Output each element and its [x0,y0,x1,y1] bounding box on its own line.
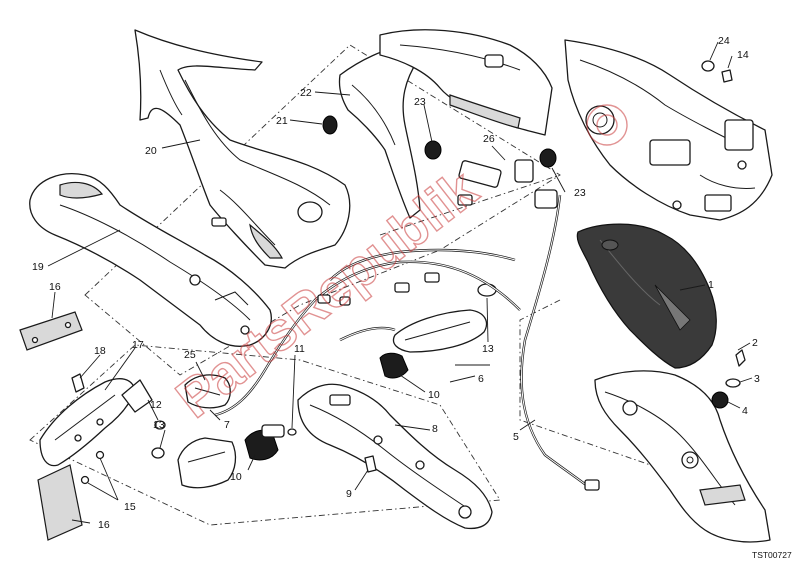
callout-labels: 1 2 3 4 5 6 7 8 9 10 10 11 12 13 13 14 1… [32,35,760,531]
callout-20: 20 [145,145,157,157]
callout-11: 11 [294,343,305,355]
plate-light-part-13-left [151,447,165,459]
grommet-part-4 [711,391,729,409]
bulb-part-12 [154,420,166,430]
callout-15: 15 [124,501,136,513]
subframe-lower-right [594,370,771,543]
grommet-part-23-right [539,148,557,168]
plate-part-16-upper [19,311,83,351]
rear-bracket-part-22 [338,29,553,219]
callout-17: 17 [132,339,144,351]
callout-24: 24 [718,35,730,47]
turn-signal-left-part-10 [244,424,285,461]
plate-light-part-13-right [477,283,497,297]
callout-10-right: 10 [428,389,440,401]
license-bracket-part-8 [297,383,493,530]
grommet-part-21 [322,115,338,135]
callout-19: 19 [32,261,44,273]
callout-21: 21 [276,115,288,127]
callout-2: 2 [752,337,758,349]
nut-part-11 [287,428,297,436]
reflector-bracket-part-25 [184,374,231,409]
nut-part-15 [80,450,105,485]
screw-part-9 [364,455,377,473]
callout-9: 9 [346,488,352,500]
plate-part-16-lower [37,464,83,541]
callout-13-right: 13 [482,343,494,355]
callout-8: 8 [432,423,438,435]
plate-holder-part-17 [39,378,153,467]
side-cover-part-1 [576,223,717,369]
callout-6: 6 [478,373,484,385]
wiring-harness-part-5 [214,194,600,491]
electronics-frame-upper-right [564,39,773,221]
callout-23-center: 23 [414,96,426,108]
callout-23-right: 23 [574,187,586,199]
callout-25: 25 [184,349,196,361]
callout-18: 18 [94,345,106,357]
callout-14: 14 [737,49,749,61]
callout-26: 26 [483,133,495,145]
tail-fairing-part-20 [134,29,351,269]
callout-3: 3 [754,373,760,385]
tail-light-part-7 [177,437,237,489]
grommet-part-23-center [424,140,442,160]
callout-1: 1 [708,279,714,291]
screw-part-2 [735,349,746,367]
callout-16-upper: 16 [49,281,61,293]
callout-16-lower: 16 [98,519,110,531]
screw-part-18 [71,373,85,393]
callout-5: 5 [513,431,519,443]
leader-lines [47,41,753,524]
callout-7: 7 [224,419,230,431]
callout-4: 4 [742,405,748,417]
turn-signal-right-part-10 [379,309,488,379]
callout-13-left: 13 [153,419,165,431]
screw-part-14 [721,69,733,83]
washer-part-3 [725,378,741,388]
washer-part-24 [701,60,715,72]
callout-10-left: 10 [230,471,242,483]
callout-12: 12 [150,399,162,411]
reference-code: TST00727 [752,550,792,560]
undertray-part-19 [29,173,272,347]
connectors-part-26 [457,159,558,209]
callout-22: 22 [300,87,312,99]
